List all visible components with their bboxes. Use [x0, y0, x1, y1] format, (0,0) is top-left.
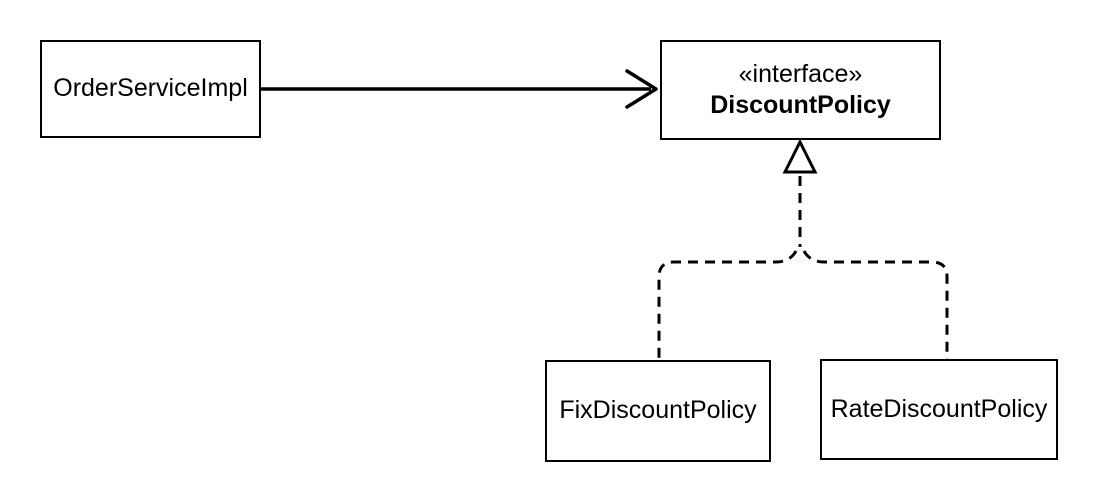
interface-stereotype-label: «interface» — [738, 59, 863, 88]
class-label: FixDiscountPolicy — [559, 396, 757, 425]
open-arrowhead-icon — [625, 69, 658, 109]
interface-name-label: DiscountPolicy — [710, 91, 891, 119]
realization-edge-fix — [657, 250, 798, 360]
class-box-order-service-impl: OrderServiceImpl — [40, 40, 261, 138]
hollow-triangle-arrowhead-icon — [782, 138, 818, 174]
class-box-fix-discount-policy: FixDiscountPolicy — [545, 360, 771, 462]
class-box-rate-discount-policy: RateDiscountPolicy — [820, 359, 1058, 460]
interface-box-discount-policy: «interface» DiscountPolicy — [660, 40, 941, 140]
realization-edge-rate — [802, 250, 949, 359]
class-label: OrderServiceImpl — [53, 74, 248, 103]
class-label: RateDiscountPolicy — [830, 394, 1048, 423]
